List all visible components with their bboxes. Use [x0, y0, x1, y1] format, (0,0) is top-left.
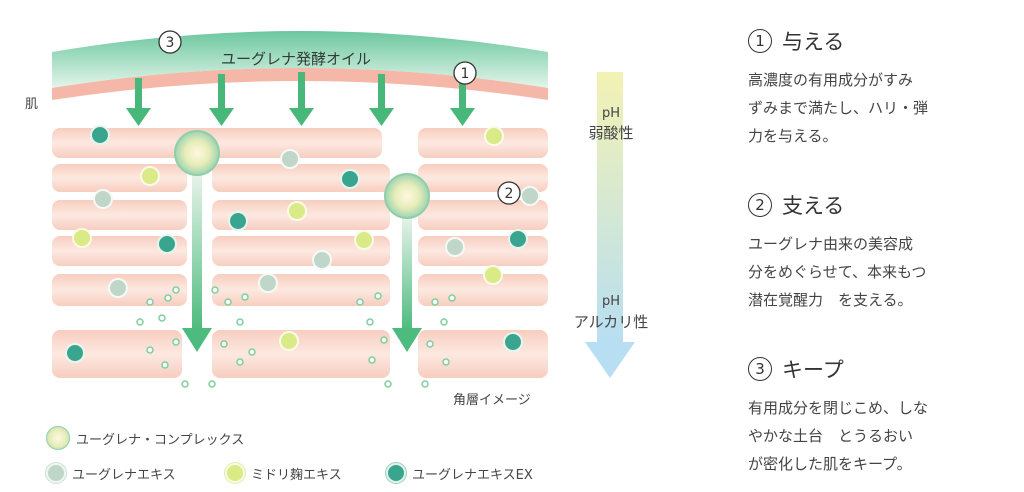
legend-euglena-complex: ユーグレナ・コンプレックス [46, 426, 244, 450]
penetration-arrows [126, 72, 475, 126]
legend-label: ユーグレナ・コンプレックス [76, 432, 245, 448]
marker-3: 3 [158, 30, 182, 54]
panel-give: 1 与える 高濃度の有用成分がすみ ずみまで満たし、ハリ・弾 力を与える。 [748, 26, 928, 150]
svg-text:3: 3 [166, 35, 175, 51]
legend-euglena-extract: ユーグレナエキス [46, 463, 176, 483]
panel-body: 有用成分を閉じこめ、しな やかな土台 とうるおい が密化した肌をキープ。 [748, 399, 929, 473]
oil-label: ユーグレナ発酵オイル [221, 50, 371, 68]
number-badge: 1 [748, 29, 772, 53]
euglena-extract-icon [46, 463, 66, 483]
skin-surface [52, 68, 548, 100]
panel-title-text: 支える [782, 194, 845, 218]
ph-top-label: pH [602, 106, 620, 121]
number-badge: 3 [748, 357, 772, 381]
panel-support: 2 支える ユーグレナ由来の美容成 分をめぐらせて、本来もつ 潜在覚醒力 を支え… [748, 190, 926, 314]
number-badge: 2 [748, 193, 772, 217]
marker-2: 2 [497, 181, 521, 205]
skin-label: 肌 [25, 97, 38, 112]
stratum-corneum-caption: 角層イメージ [453, 393, 531, 408]
legend-midori-koji-extract: ミドリ麹エキス [225, 463, 342, 483]
marker-1: 1 [453, 61, 477, 85]
panel-title-text: キープ [782, 358, 844, 382]
ingredient-particles [65, 125, 540, 363]
ph-gradient-arrow [585, 72, 635, 378]
panel-title: 1 与える [748, 26, 928, 56]
panel-title: 2 支える [748, 190, 926, 220]
ph-acidic-label: 弱酸性 [588, 124, 633, 142]
legend-label: ミドリ麹エキス [251, 467, 342, 483]
panel-title-text: 与える [782, 30, 845, 54]
panel-body: 高濃度の有用成分がすみ ずみまで満たし、ハリ・弾 力を与える。 [748, 71, 929, 145]
ph-bottom-label: pH [602, 294, 620, 309]
legend-euglena-extract-ex: ユーグレナエキスEX [386, 463, 533, 483]
legend-label: ユーグレナエキス [72, 467, 176, 483]
panel-title: 3 キープ [748, 354, 928, 384]
legend-label: ユーグレナエキスEX [412, 467, 533, 483]
spray-dots [136, 286, 456, 388]
panel-keep: 3 キープ 有用成分を閉じこめ、しな やかな土台 とうるおい が密化した肌をキー… [748, 354, 928, 478]
deep-arrows [182, 172, 422, 352]
midori-koji-extract-icon [225, 463, 245, 483]
panel-body: ユーグレナ由来の美容成 分をめぐらせて、本来もつ 潜在覚醒力 を支える。 [748, 235, 927, 309]
svg-text:1: 1 [461, 66, 470, 82]
euglena-complex-spheres [174, 130, 430, 219]
svg-text:2: 2 [505, 186, 514, 202]
skin-layer-diagram: 3 1 2 ユーグレナ発酵オイル 肌 角層イメージ pH 弱酸性 pH アルカリ… [25, 30, 648, 408]
ph-alkaline-label: アルカリ性 [574, 313, 648, 331]
euglena-complex-icon [46, 426, 70, 450]
corneocyte-rows [52, 128, 548, 378]
euglena-extract-ex-icon [386, 463, 406, 483]
